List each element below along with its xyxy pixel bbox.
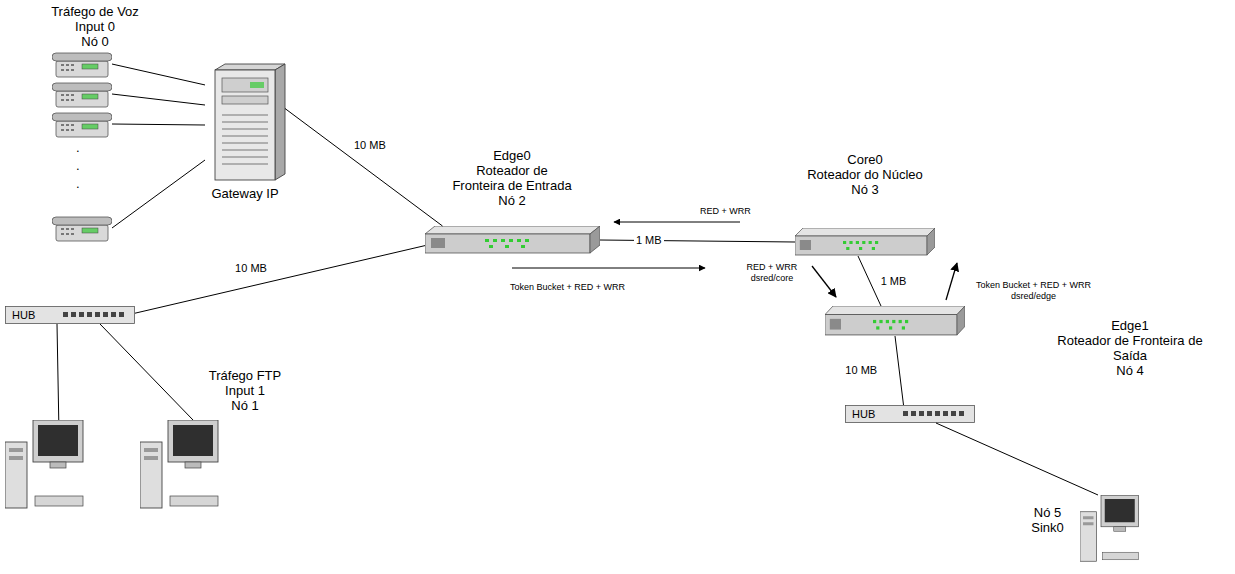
node-label: HUB — [12, 308, 52, 322]
device-node: Tráfego FTPInput 1Nó 1 — [5, 420, 220, 510]
policy-arrow — [812, 266, 836, 297]
policy-arrow — [512, 268, 705, 269]
computer-icon — [5, 420, 83, 508]
phone-icon — [52, 83, 112, 107]
node-text: HUB — [12, 308, 52, 322]
hub-icon — [6, 307, 135, 324]
device-node: HUB — [845, 405, 975, 423]
link-label: 1 MB — [634, 234, 664, 247]
annotation-text: RED + WRR — [700, 206, 760, 217]
annotation-text: . — [76, 158, 88, 173]
router-icon — [795, 228, 935, 255]
device-node: Edge1Roteador de Fronteira de SaídaNó 4 — [825, 306, 965, 336]
link-label: 10 MB — [843, 364, 879, 377]
link-line — [135, 246, 425, 314]
annotation-text: . — [76, 140, 88, 155]
link-label: 1 MB — [879, 275, 909, 288]
policy-arrow — [946, 263, 957, 300]
node-label: Tráfego FTPInput 1Nó 1 — [200, 368, 290, 413]
link-line — [895, 336, 904, 405]
annotation-text: . — [76, 176, 88, 191]
node-text: HUB — [852, 407, 892, 421]
phone-icon — [52, 217, 112, 241]
link-label: 10 MB — [352, 139, 388, 152]
annotation-text: RED + WRR dsred/core — [742, 262, 802, 284]
device-node: Edge0Roteador de Fronteira de EntradaNó … — [425, 226, 600, 254]
node-text: Edge0 — [450, 148, 574, 163]
node-text: Sink0 — [1020, 520, 1075, 535]
wire — [112, 94, 205, 105]
link-line — [600, 240, 795, 242]
node-label: Tráfego de VozInput 0Nó 0 — [35, 4, 155, 49]
phone-icon — [52, 113, 112, 137]
node-label: HUB — [852, 407, 892, 421]
phone-icon — [52, 53, 112, 77]
node-label: Nó 5Sink0 — [1020, 505, 1075, 535]
node-text: Roteador do Núcleo — [790, 167, 940, 182]
node-text: Nó 3 — [790, 182, 940, 197]
node-label: Edge0Roteador de Fronteira de EntradaNó … — [450, 148, 574, 208]
node-text: Tráfego de Voz — [35, 4, 155, 19]
node-text: Core0 — [790, 152, 940, 167]
wire — [100, 324, 193, 420]
node-text: Gateway IP — [195, 186, 295, 201]
policy-arrow — [614, 222, 740, 223]
link-line — [57, 324, 59, 420]
hub-icon — [846, 406, 975, 423]
annotation-text: Token Bucket + RED + WRR — [510, 282, 710, 293]
annotation-text: Token Bucket + RED + WRR dsred/edge — [966, 280, 1101, 302]
device-node: Nó 5Sink0 — [1080, 495, 1140, 565]
node-label: Core0Roteador do NúcleoNó 3 — [790, 152, 940, 197]
node-text: Nó 0 — [35, 34, 155, 49]
node-text: Nó 2 — [450, 193, 574, 208]
device-node: Core0Roteador do NúcleoNó 3 — [795, 228, 935, 256]
wire — [112, 160, 205, 228]
link-line — [858, 256, 881, 306]
router-icon — [425, 226, 600, 253]
node-text: Roteador de Fronteira de Entrada — [450, 163, 574, 193]
link-line — [112, 64, 205, 85]
link-line — [285, 109, 443, 227]
node-text: Nó 1 — [200, 398, 290, 413]
device-node: HUB — [5, 306, 135, 324]
link-line — [936, 423, 1098, 495]
node-text: Nó 5 — [1020, 505, 1075, 520]
node-label: Gateway IP — [195, 186, 295, 201]
computer-icon — [140, 420, 218, 508]
node-text: Roteador de Fronteira de Saída — [1055, 333, 1205, 363]
node-label: Edge1Roteador de Fronteira de SaídaNó 4 — [1055, 318, 1205, 378]
node-text: Tráfego FTP — [200, 368, 290, 383]
device-node: Tráfego de VozInput 0Nó 0 — [50, 50, 112, 242]
node-text: Edge1 — [1055, 318, 1205, 333]
server-icon — [215, 64, 285, 180]
computer-icon — [1080, 495, 1139, 561]
router-icon — [825, 306, 965, 335]
link-label: 10 MB — [233, 262, 269, 275]
node-text: Input 1 — [200, 383, 290, 398]
device-node: Gateway IP — [205, 70, 285, 180]
wire — [112, 124, 205, 125]
node-text: Nó 4 — [1055, 363, 1205, 378]
node-text: Input 0 — [35, 19, 155, 34]
